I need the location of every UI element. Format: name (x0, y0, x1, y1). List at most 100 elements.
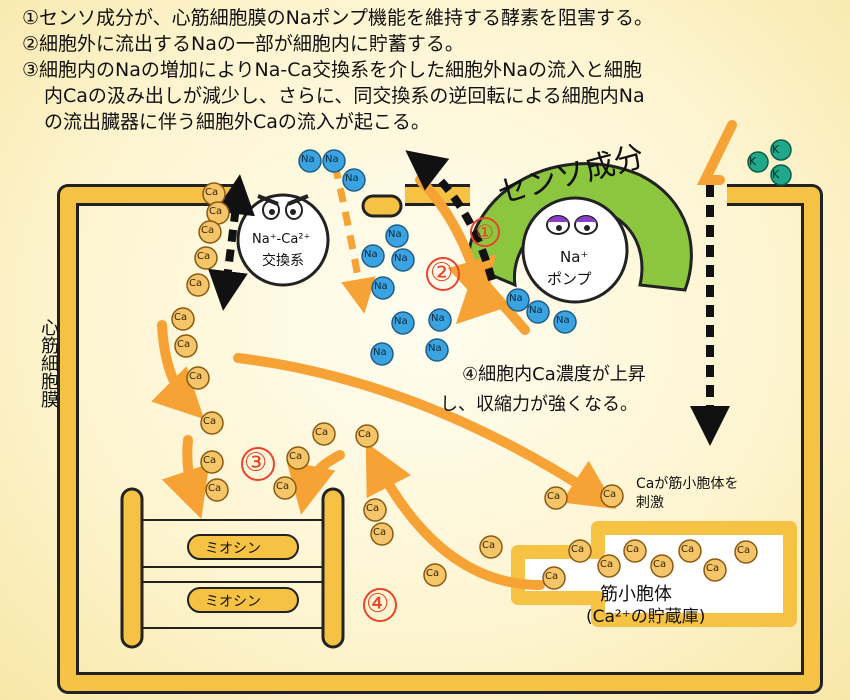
na-ion-label: Na (428, 343, 442, 354)
ca-ion (542, 566, 566, 590)
na-ion-label: Na (373, 347, 387, 358)
ca-ion (312, 422, 336, 446)
ca-ion-label: Ca (189, 278, 203, 289)
sr-label-2: (Ca²⁺の貯蔵庫) (586, 607, 706, 627)
k-ion-label: K (772, 143, 780, 156)
myosin-bar-1 (187, 534, 299, 560)
ca-ion (273, 476, 297, 500)
red-markers (241, 217, 500, 622)
ca-ion-label: Ca (203, 416, 217, 427)
orange-arrows (151, 120, 737, 590)
exchanger-label-2: 交換系 (262, 253, 304, 269)
ca-ion (171, 307, 195, 331)
step4-line-2: し、収縮力が強くなる。 (440, 394, 638, 415)
ca-ion-label: Ca (681, 544, 695, 555)
ca-ion-label: Ca (203, 455, 217, 466)
k-ion (770, 139, 792, 161)
ca-ion-label: Ca (315, 427, 329, 438)
na-ion (553, 310, 577, 334)
sr-stimulus-line-1: Caが筋小胞体を (636, 476, 739, 492)
na-ion (371, 276, 395, 300)
ca-ion (363, 498, 387, 522)
ca-ion-label: Ca (626, 544, 640, 555)
ca-ion-label: Ca (373, 527, 387, 538)
na-ion (361, 244, 385, 268)
header-line-3a: ③細胞内のNaの増加によりNa-Ca交換系を介した細胞外Naの流入と細胞 (22, 59, 642, 81)
na-ion (342, 168, 366, 192)
ca-ion-label: Ca (366, 503, 380, 514)
ca-ion (568, 539, 592, 563)
pump-label-1: Na⁺ (560, 248, 589, 266)
black-dashed-arrows (208, 150, 730, 446)
ca-ion (600, 484, 624, 508)
k-ion-label: K (772, 168, 780, 181)
na-ion-label: Na (374, 281, 388, 292)
ca-ion (479, 535, 503, 559)
ca-ion (544, 486, 568, 510)
exchanger-eyes (257, 194, 309, 220)
na-ion (425, 338, 449, 362)
na-ion-label: Na (431, 313, 445, 324)
ca-ion-label: Ca (201, 225, 215, 236)
na-ion-label: Na (325, 154, 339, 165)
marker-1: ① (476, 220, 494, 244)
ca-ion-label: Ca (174, 312, 188, 323)
marker-4: ④ (366, 589, 390, 619)
ca-ion (734, 540, 758, 564)
ca-ion-label: Ca (571, 544, 585, 555)
na-ion (391, 311, 415, 335)
na-ion (298, 149, 322, 173)
ca-ion-label: Ca (189, 371, 203, 382)
header-line-3c: の流出臓器に伴う細胞外Caの流入が起こる。 (44, 111, 430, 133)
cell-membrane (57, 184, 823, 694)
sarcomere (120, 487, 345, 649)
ca-ion (174, 334, 198, 358)
ca-ion (205, 478, 229, 502)
ca-ion (200, 411, 224, 435)
na-ion-label: Na (556, 315, 570, 326)
na-ion (428, 308, 452, 332)
ca-ion (623, 539, 647, 563)
na-ion-label: Na (394, 316, 408, 327)
na-ion (506, 288, 530, 312)
k-ion (747, 151, 769, 173)
membrane-capsule (361, 194, 403, 218)
na-ion-label: Na (394, 253, 408, 264)
sr-label-1: 筋小胞体 (600, 584, 672, 605)
sr-stimulus-line-2: 刺激 (636, 495, 664, 511)
ca-ion-label: Ca (276, 481, 290, 492)
ca-ion (678, 539, 702, 563)
ca-ion (194, 246, 218, 270)
na-ion-label: Na (301, 154, 315, 165)
ca-ion-label: Ca (547, 491, 561, 502)
ca-ion-label: Ca (205, 187, 219, 198)
na-ion (322, 149, 346, 173)
ca-ion (703, 558, 727, 582)
k-ion (770, 164, 792, 186)
ca-ion (423, 563, 447, 587)
ca-ion-label: Ca (358, 429, 372, 440)
header-line-3b: 内Caの汲み出しが減少し、さらに、同交換系の逆回転による細胞内Na (44, 85, 645, 107)
ca-ions (171, 182, 758, 590)
ca-ion (597, 554, 621, 578)
na-ion-label: Na (345, 173, 359, 184)
marker-2: ② (430, 258, 454, 288)
marker-3: ③ (244, 448, 268, 478)
ca-ion-label: Ca (545, 571, 559, 582)
na-ion (385, 224, 409, 248)
na-ion (370, 342, 394, 366)
ca-ion (286, 446, 310, 470)
ca-ion (650, 554, 674, 578)
na-ion-label: Na (388, 229, 402, 240)
orange-dashed-arrow (331, 164, 376, 314)
myosin-label-1: ミオシン (205, 541, 261, 557)
na-ion-label: Na (529, 305, 543, 316)
step4-line-1: ④細胞内Ca濃度が上昇 (462, 364, 646, 385)
na-ions (298, 149, 577, 366)
na-ion (526, 300, 550, 324)
ca-ion-label: Ca (209, 206, 223, 217)
ca-ion-label: Ca (603, 489, 617, 500)
na-ion-label: Na (509, 293, 523, 304)
exchanger-label-1: Na⁺-Ca²⁺ (252, 232, 311, 247)
